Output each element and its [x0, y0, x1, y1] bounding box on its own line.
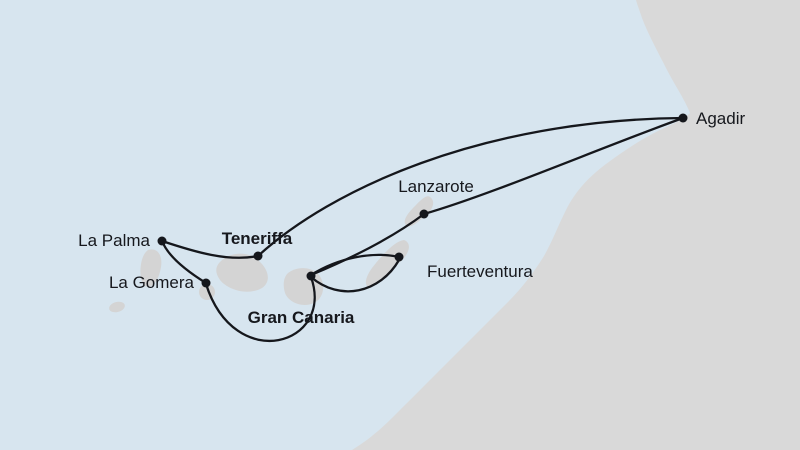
island-gran-canaria: [283, 268, 324, 305]
port-label-fuerteventura: Fuerteventura: [427, 262, 533, 281]
port-label-agadir: Agadir: [696, 109, 745, 128]
port-dot-agadir: [678, 113, 688, 123]
route-leg-fuerteventura-gran-canaria: [309, 253, 401, 277]
route-leg-gran-canaria-fuerteventura: [309, 258, 401, 293]
port-dot-la-palma: [157, 236, 167, 246]
port-dot-gran-canaria: [306, 271, 316, 281]
island-la-palma: [140, 249, 162, 287]
port-dot-teneriffa: [253, 251, 263, 261]
route-leg-lanzarote-gran-canaria: [309, 212, 426, 277]
island-fuerteventura: [365, 240, 409, 288]
port-dot-lanzarote: [419, 209, 429, 219]
port-label-lanzarote: Lanzarote: [398, 177, 474, 196]
port-label-teneriffa: Teneriffa: [222, 229, 293, 248]
island-el-hierro: [109, 301, 125, 313]
port-dot-fuerteventura: [394, 252, 404, 262]
island-lanzarote: [404, 196, 434, 227]
route-leg-agadir-lanzarote: [422, 116, 685, 216]
route-leg-teneriffa-agadir: [256, 116, 685, 258]
route-leg-la-palma-teneriffa: [160, 239, 260, 259]
port-dot-la-gomera: [201, 278, 211, 288]
route-leg-gran-canaria-la-gomera: [204, 275, 316, 342]
africa-coastline: [352, 0, 800, 450]
port-label-gran-canaria: Gran Canaria: [248, 308, 355, 327]
port-label-la-palma: La Palma: [78, 231, 150, 250]
port-label-la-gomera: La Gomera: [109, 273, 195, 292]
island-tenerife: [216, 253, 268, 292]
